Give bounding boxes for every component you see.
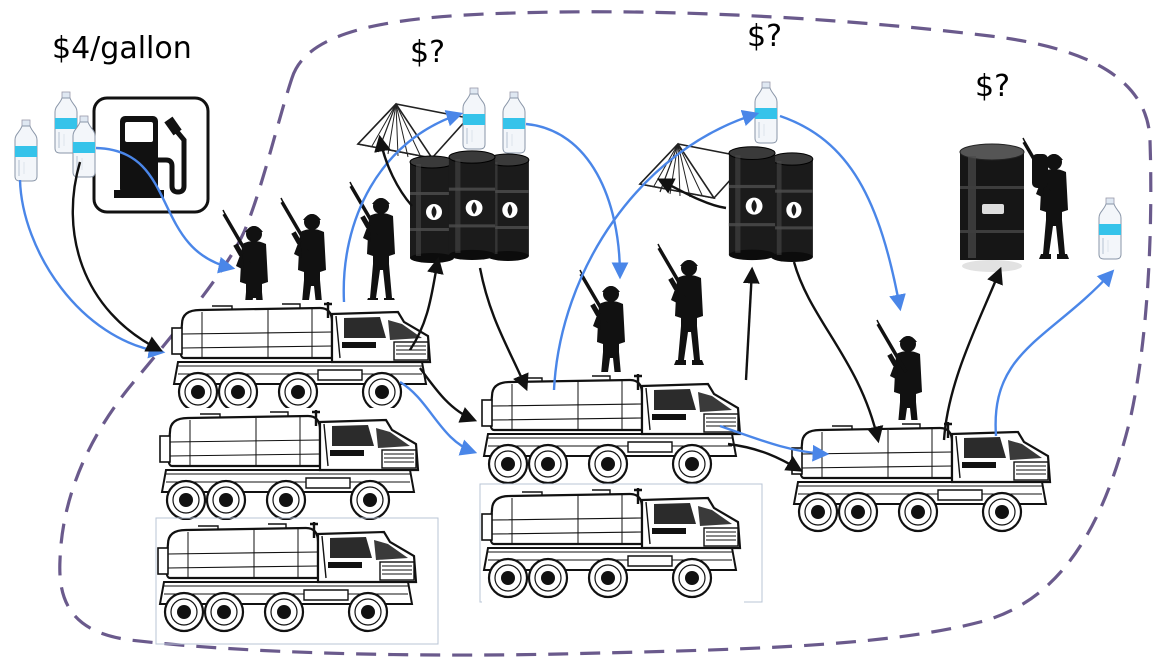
water-bottle-icon	[502, 91, 526, 154]
fuel-barrel-icon	[728, 146, 814, 263]
fuel-pump-icon	[92, 96, 210, 214]
soldier-icon	[348, 180, 398, 305]
fuel-flow-arrows	[71, 134, 1003, 472]
water-bottle-icon	[14, 119, 38, 182]
tent-icon	[357, 103, 469, 159]
water-bottle-icon	[462, 87, 486, 150]
fuel-tanker-truck-icon	[158, 406, 424, 530]
water-flow-arrows	[18, 109, 1115, 462]
fuel-tanker-truck-icon	[170, 298, 436, 422]
camp1-price-label: $?	[410, 35, 446, 70]
fuel-tanker-truck-icon	[155, 517, 439, 645]
operations-area-boundary	[58, 10, 1153, 657]
water-bottle-icon	[1098, 197, 1122, 260]
fuel-tanker-truck-icon	[480, 370, 746, 494]
water-bottle-icon	[754, 81, 778, 144]
fuel-tanker-truck-icon	[790, 418, 1056, 542]
fuel-barrel-icon	[409, 150, 530, 264]
outpost-price-label: $?	[975, 69, 1011, 104]
camp2-price-label: $?	[747, 19, 783, 54]
fuel-tanker-truck-icon	[479, 483, 763, 608]
soldier-icon	[656, 242, 706, 367]
soldier-icon	[1021, 136, 1071, 261]
fuel-station-price-label: $4/gallon	[52, 31, 192, 66]
fuel-barrel-icon	[959, 143, 1025, 272]
